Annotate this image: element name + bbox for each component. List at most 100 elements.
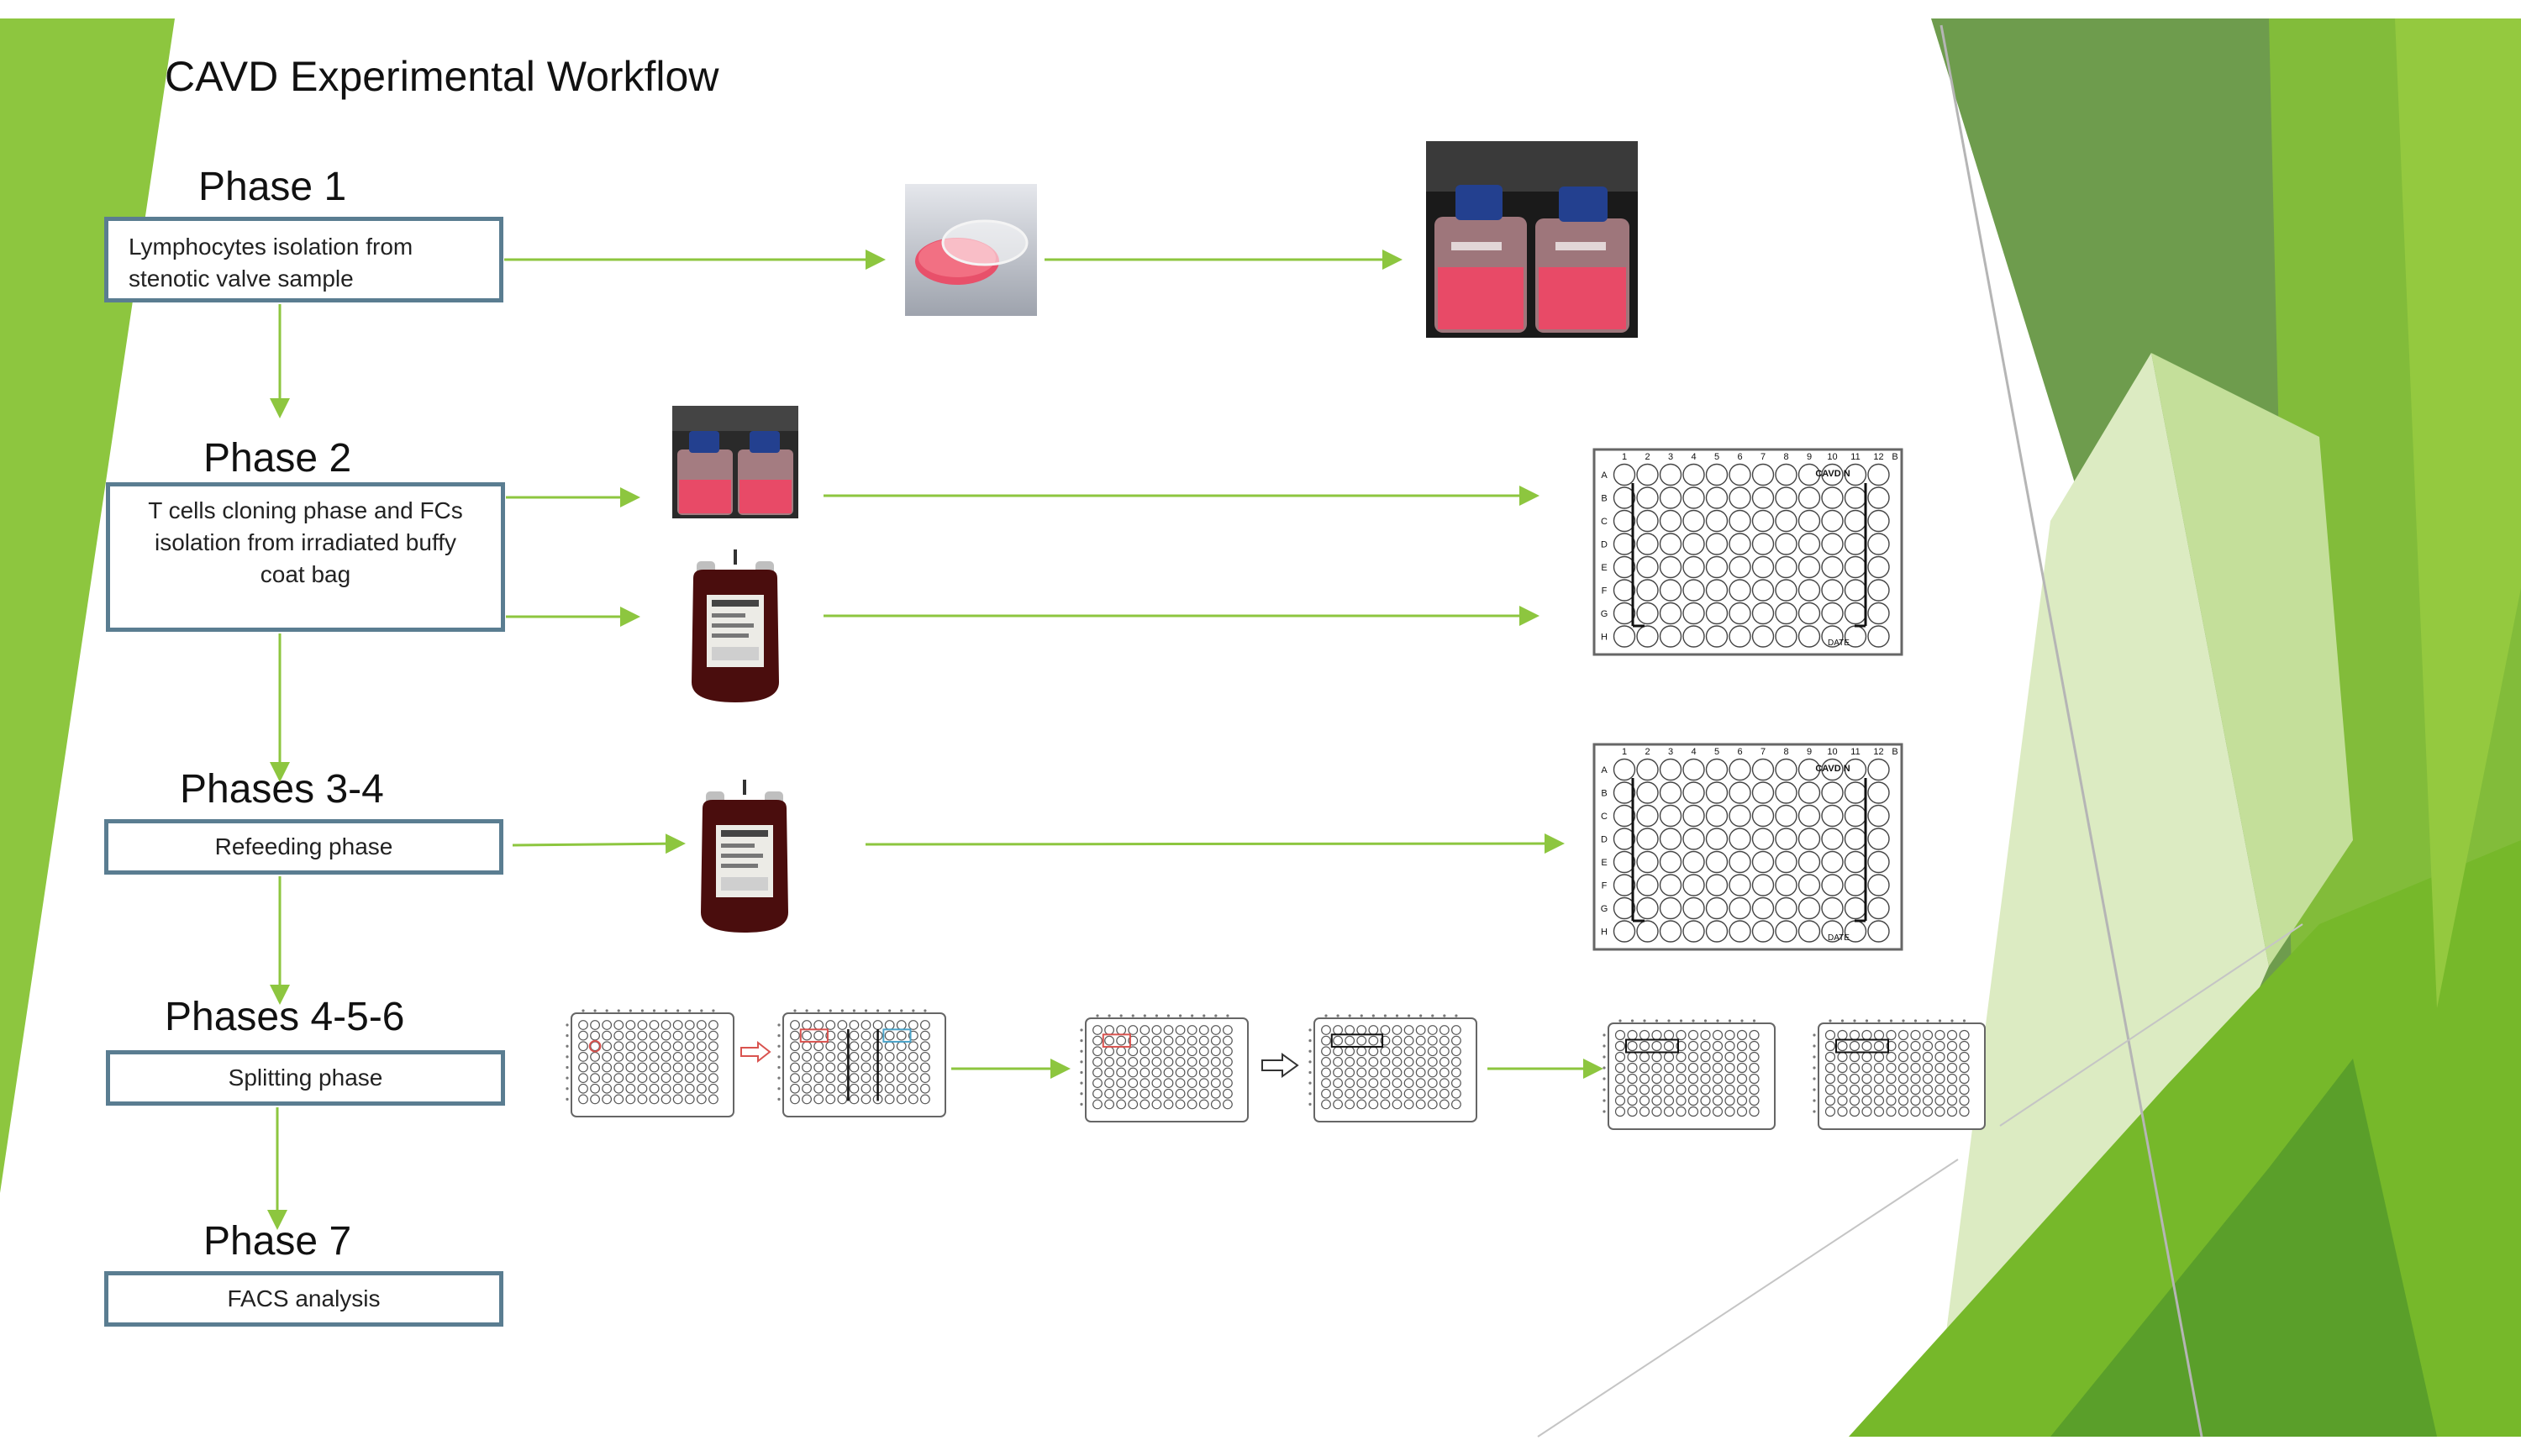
plate-well [1886,1073,1897,1085]
plate-well [1427,1078,1438,1089]
grey-line-1 [1939,24,2203,1438]
plate-well [1345,1056,1355,1067]
plate-column-label: 6 [1737,452,1742,462]
plate-well [1959,1073,1970,1085]
plate-well [908,1094,918,1105]
plate-column-label: 11 [1850,747,1860,757]
plate-row-tick [1080,1028,1083,1032]
plate-well [1614,1106,1626,1117]
plate-well [1613,579,1636,602]
plate-well [708,1020,718,1030]
plate-column-tick [1853,1019,1856,1022]
plate-column-label: 1 [1622,747,1627,757]
plate-well [1946,1029,1958,1041]
hollow-arrow-red [740,1040,771,1064]
plate-well [1867,602,1890,625]
plate-well [1934,1040,1945,1052]
plate-well [1116,1067,1127,1078]
plate-row-tick [1080,1092,1083,1096]
plate-well [672,1030,683,1041]
plate-well [1451,1025,1461,1035]
plate-well [1415,1067,1426,1078]
plate-well [1663,1106,1675,1117]
plate-well [1116,1099,1127,1110]
plate-well [1775,625,1797,648]
plate-well [1223,1035,1233,1046]
plate-well [849,1062,860,1073]
plate-well [708,1041,718,1052]
plate-well [1676,1106,1687,1117]
plate-row-tick [1813,1066,1816,1070]
plate-well [649,1094,660,1105]
plate-well [1775,486,1797,509]
plate-well [1886,1051,1897,1063]
plate-well [1636,781,1659,804]
plate-well [1368,1078,1379,1089]
plate-well [1751,579,1775,602]
plate-row-label: G [1601,609,1608,619]
plate-column-label: 1 [1622,452,1627,462]
plate-well [1676,1029,1687,1041]
plate-well [1092,1078,1103,1089]
plate-well [1775,920,1797,943]
plate-well [1797,579,1821,602]
plate-well [837,1062,848,1073]
plate-well [1775,579,1797,602]
plate-row-label: E [1601,858,1607,868]
plate-well [672,1083,683,1094]
plate-well [1946,1040,1958,1052]
plate-well [1897,1040,1909,1052]
plate-well [1187,1046,1197,1057]
split-plate-2 [777,1009,946,1117]
plate-well [1705,625,1729,648]
plate-well [661,1030,671,1041]
plate-well [1636,533,1659,555]
plate-well [578,1051,588,1062]
plate-column-tick [1716,1019,1719,1022]
plate-well [1651,1040,1662,1052]
plate-well [1700,1029,1711,1041]
plate-well [1775,555,1797,579]
plate-well [1797,920,1821,943]
plate-well [1682,758,1705,781]
plate-column-tick [1108,1014,1111,1017]
plate-well [1198,1067,1209,1078]
plate-well [920,1041,930,1052]
plate-well [1797,509,1821,533]
plate-well [920,1062,930,1073]
plate-well [861,1030,871,1041]
plate-well [613,1041,624,1052]
plate-column-label: 5 [1714,747,1719,757]
plate-well [1151,1056,1162,1067]
plate-column-tick [1155,1014,1159,1017]
plate-well [1151,1078,1162,1089]
plate-well [896,1073,907,1084]
plate-well [1922,1106,1934,1117]
plate-well [1751,509,1775,533]
plate-well [578,1020,588,1030]
phase-4-5-6-box: Splitting phase [106,1050,505,1106]
plate-well [1659,804,1682,828]
plate-well [1380,1056,1391,1067]
plate-well [1613,533,1636,555]
phase-2-label: Phase 2 [203,436,352,481]
plate-well [1659,850,1682,874]
plate-column-tick [1178,1014,1182,1017]
plate-row-tick [777,1087,781,1091]
plate-well [1934,1084,1945,1096]
plate-well [1659,828,1682,850]
right-green-panel-bottom-dark [2050,1059,2437,1437]
plate-well [1682,625,1705,648]
plate-well [1092,1035,1103,1046]
plate-well [884,1051,895,1062]
plate-well [1700,1073,1711,1085]
plate-well [1128,1088,1139,1099]
plate-well [1837,1040,1848,1052]
plate-column-tick [1166,1014,1171,1017]
plate-row-tick [1603,1033,1606,1037]
plate-well [1451,1046,1461,1057]
plate-column-tick [1962,1019,1966,1022]
plate-well [1824,1051,1836,1063]
plate-well [1380,1067,1391,1078]
